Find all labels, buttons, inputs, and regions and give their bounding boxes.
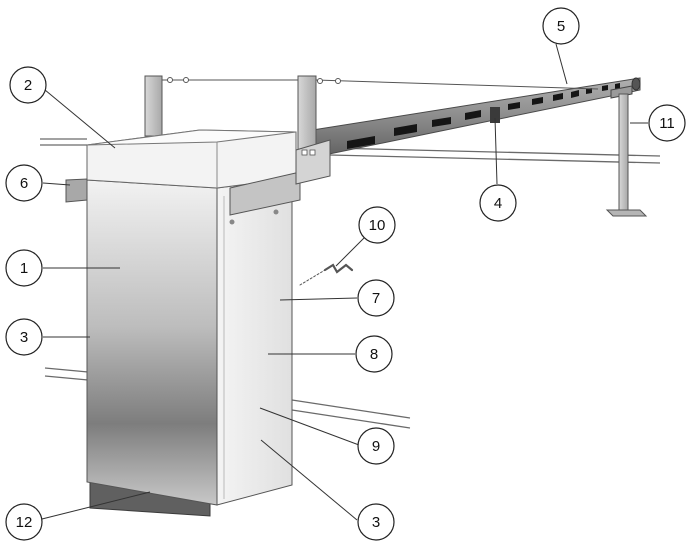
callout-label: 1 (20, 260, 28, 277)
callout-c1: 1 (5, 249, 43, 287)
callout-c6: 6 (5, 164, 43, 202)
callout-leaders (38, 43, 648, 521)
callout-label: 3 (372, 514, 380, 531)
callout-circle (479, 184, 517, 222)
callout-c3a: 3 (5, 318, 43, 356)
callout-label: 11 (659, 115, 675, 132)
ground-lines (40, 138, 661, 429)
callout-c7: 7 (357, 279, 395, 317)
callout-circle (357, 427, 395, 465)
arm-reflective-stripes (347, 83, 620, 149)
arm-mounting-bracket (65, 139, 331, 216)
callout-label: 7 (372, 290, 380, 307)
callout-label: 12 (16, 514, 33, 531)
callout-circle (358, 206, 396, 244)
tension-wire (162, 77, 599, 90)
arm-end-cap (631, 77, 641, 91)
callout-circle (5, 503, 43, 541)
callout-label: 5 (557, 18, 565, 35)
callout-c11: 11 (648, 104, 686, 142)
cabinet-front (86, 179, 218, 506)
callout-circle (357, 503, 395, 541)
callout-circle (5, 249, 43, 287)
callout-label: 8 (370, 346, 378, 363)
callout-c3b: 3 (357, 503, 395, 541)
callout-c2: 2 (9, 66, 47, 104)
wire-brackets (144, 75, 317, 151)
callout-c5: 5 (542, 7, 580, 45)
callout-circle (5, 164, 43, 202)
support-post (605, 85, 648, 217)
callout-circle (5, 318, 43, 356)
callout-circle (542, 7, 580, 45)
callout-c4: 4 (479, 184, 517, 222)
callout-c12: 12 (5, 503, 43, 541)
callout-label: 3 (20, 329, 28, 346)
callout-circle (648, 104, 686, 142)
callout-label: 6 (20, 175, 28, 192)
callout-label: 10 (369, 217, 386, 234)
callout-circle (357, 279, 395, 317)
barrier-arm (299, 77, 641, 161)
callout-c8: 8 (355, 335, 393, 373)
callout-circle (355, 335, 393, 373)
callout-c9: 9 (357, 427, 395, 465)
callout-circle (9, 66, 47, 104)
callout-label: 9 (372, 438, 380, 455)
cabinet-housing (86, 177, 293, 506)
callout-label: 4 (494, 195, 502, 212)
cabinet-lid (86, 129, 297, 189)
crank-handle-icon (299, 263, 354, 286)
callout-c10: 10 (358, 206, 396, 244)
arm-joint-clamp (490, 107, 500, 123)
callout-label: 2 (24, 77, 32, 94)
